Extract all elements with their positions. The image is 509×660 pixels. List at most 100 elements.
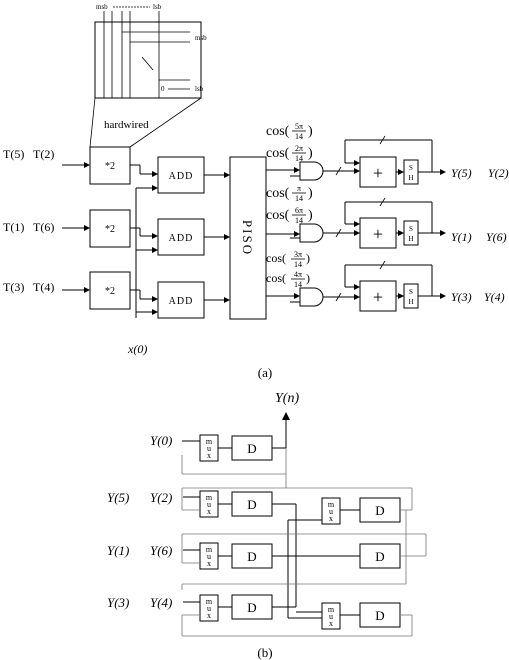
mux-2-m: m: [206, 545, 213, 554]
mux-0-m: m: [206, 437, 213, 446]
mux-right-3-m: m: [328, 605, 335, 614]
input-label-b-3: T(4): [33, 280, 54, 294]
output-label-a-1: Y(5): [451, 166, 472, 180]
cos-coef-3: cos( π 14 ): [266, 184, 313, 203]
zero-label: 0: [161, 85, 165, 93]
piso-outputs: [266, 167, 300, 299]
mux-3: [199, 594, 219, 622]
adder-label-1: +: [373, 163, 383, 183]
sh-s-2: S: [409, 225, 413, 233]
cos-prefix-1: cos(: [266, 124, 290, 139]
delay-label-right-1: D: [375, 503, 384, 518]
delay-label-0: D: [247, 441, 256, 456]
output-label-b-2: Y(6): [486, 230, 507, 244]
mult-label-2: *2: [105, 224, 115, 235]
mux-right-1-u: u: [329, 507, 333, 516]
mux-right-3-u: u: [329, 612, 333, 621]
input-arrows: [62, 162, 90, 293]
mult-block-1: [89, 146, 131, 185]
cos-num-1: 5π: [295, 122, 303, 131]
cos-prefix-4: cos(: [266, 208, 290, 223]
output-label-a-2: Y(1): [451, 230, 472, 244]
cos-num-5: 3π: [294, 250, 302, 259]
mux-right-3: [321, 602, 341, 630]
and-gates: [290, 161, 324, 307]
adder-label-2: +: [373, 224, 383, 244]
loop-wires: [181, 487, 427, 637]
cos-den-1: 14: [295, 132, 303, 141]
row3-label-b: Y(4): [150, 595, 172, 610]
yn-label: Y(n): [275, 391, 299, 406]
input-label-a-3: T(3): [3, 280, 24, 294]
sh-h-1: H: [408, 174, 413, 182]
mux-3-u: u: [207, 604, 211, 613]
delay-label-1: D: [247, 497, 256, 512]
add-label-1: ADD: [169, 171, 194, 182]
cos-num-4: 6π: [295, 206, 303, 215]
and-gate-3: [299, 287, 324, 307]
mux-right-3-x: x: [329, 619, 333, 628]
lsb-side-label: lsb: [195, 85, 204, 93]
add-label-3: ADD: [169, 296, 194, 307]
x0-label: x(0): [127, 342, 147, 356]
piso-label: PISO: [240, 220, 255, 256]
mux-right-1: [321, 497, 341, 525]
add-to-piso-wires: [204, 172, 230, 303]
cos-den-2: 14: [295, 154, 303, 163]
mux-1-x: x: [207, 507, 211, 516]
add-label-2: ADD: [169, 233, 194, 244]
cos-suffix-6: ): [306, 271, 310, 285]
cos-coef-4: cos( 6π 14 ): [266, 206, 313, 225]
mux-3-m: m: [206, 597, 213, 606]
output-label-b-3: Y(4): [484, 290, 505, 304]
delay-block-right-2: [359, 543, 401, 569]
mult-block-3: [89, 271, 131, 310]
delay-label-3: D: [247, 600, 256, 615]
cos-coef-2: cos( 2π 14 ): [266, 144, 313, 163]
adder-block-2: [359, 217, 397, 249]
row1-label-a: Y(5): [107, 490, 129, 505]
cos-den-5: 14: [294, 260, 302, 269]
y0-label: Y(0): [150, 433, 172, 448]
cos-num-3: π: [297, 184, 301, 193]
input-label-b-1: T(2): [33, 147, 54, 161]
feedback-loops: [344, 135, 446, 299]
mux-1-u: u: [207, 500, 211, 509]
gate-to-adder-wires: [323, 166, 360, 302]
mux-right-1-x: x: [329, 514, 333, 523]
lsb-top-label: lsb: [153, 3, 162, 11]
part-b: Y(n) Y(0) m u x D Y(5) Y(2) m u x D Y(1)…: [107, 391, 427, 660]
cos-suffix-2: ): [308, 146, 313, 161]
cos-coef-6: cos( 4π 14 ): [266, 270, 310, 289]
delay-block-right-3: [359, 602, 401, 628]
mux-0-u: u: [207, 444, 211, 453]
add-block-1: [157, 156, 205, 194]
row3-label-a: Y(3): [107, 595, 129, 610]
cos-suffix-5: ): [306, 251, 310, 265]
adder-input-wires: [130, 164, 158, 318]
mux-1-m: m: [206, 493, 213, 502]
input-label-b-2: T(6): [33, 220, 54, 234]
adder-to-sh-wires: [396, 169, 404, 299]
mux-0-x: x: [207, 451, 211, 460]
row2-label-a: Y(1): [107, 543, 129, 558]
hardwired-inset: msb lsb msb 0 lsb hardwired: [89, 3, 207, 148]
and-gate-2: [299, 223, 324, 243]
delay-label-right-2: D: [375, 549, 384, 564]
mult-label-3: *2: [105, 286, 115, 297]
mult-label-1: *2: [105, 161, 115, 172]
add-block-2: [157, 218, 205, 256]
cos-prefix-6: cos(: [266, 271, 286, 285]
hardwired-label: hardwired: [104, 119, 149, 131]
cos-coef-5: cos( 3π 14 ): [266, 250, 310, 269]
mux-2-u: u: [207, 552, 211, 561]
cos-prefix-5: cos(: [266, 251, 286, 265]
cos-suffix-4: ): [308, 208, 313, 223]
output-arrow: [282, 412, 290, 420]
sh-s-3: S: [409, 288, 413, 296]
part-a: msb lsb msb 0 lsb hardwired T(5) T(2) T(…: [3, 3, 509, 380]
sh-h-3: H: [408, 298, 413, 306]
adder-label-3: +: [373, 287, 383, 307]
caption-a: (a): [258, 365, 272, 380]
cos-den-3: 14: [295, 194, 303, 203]
